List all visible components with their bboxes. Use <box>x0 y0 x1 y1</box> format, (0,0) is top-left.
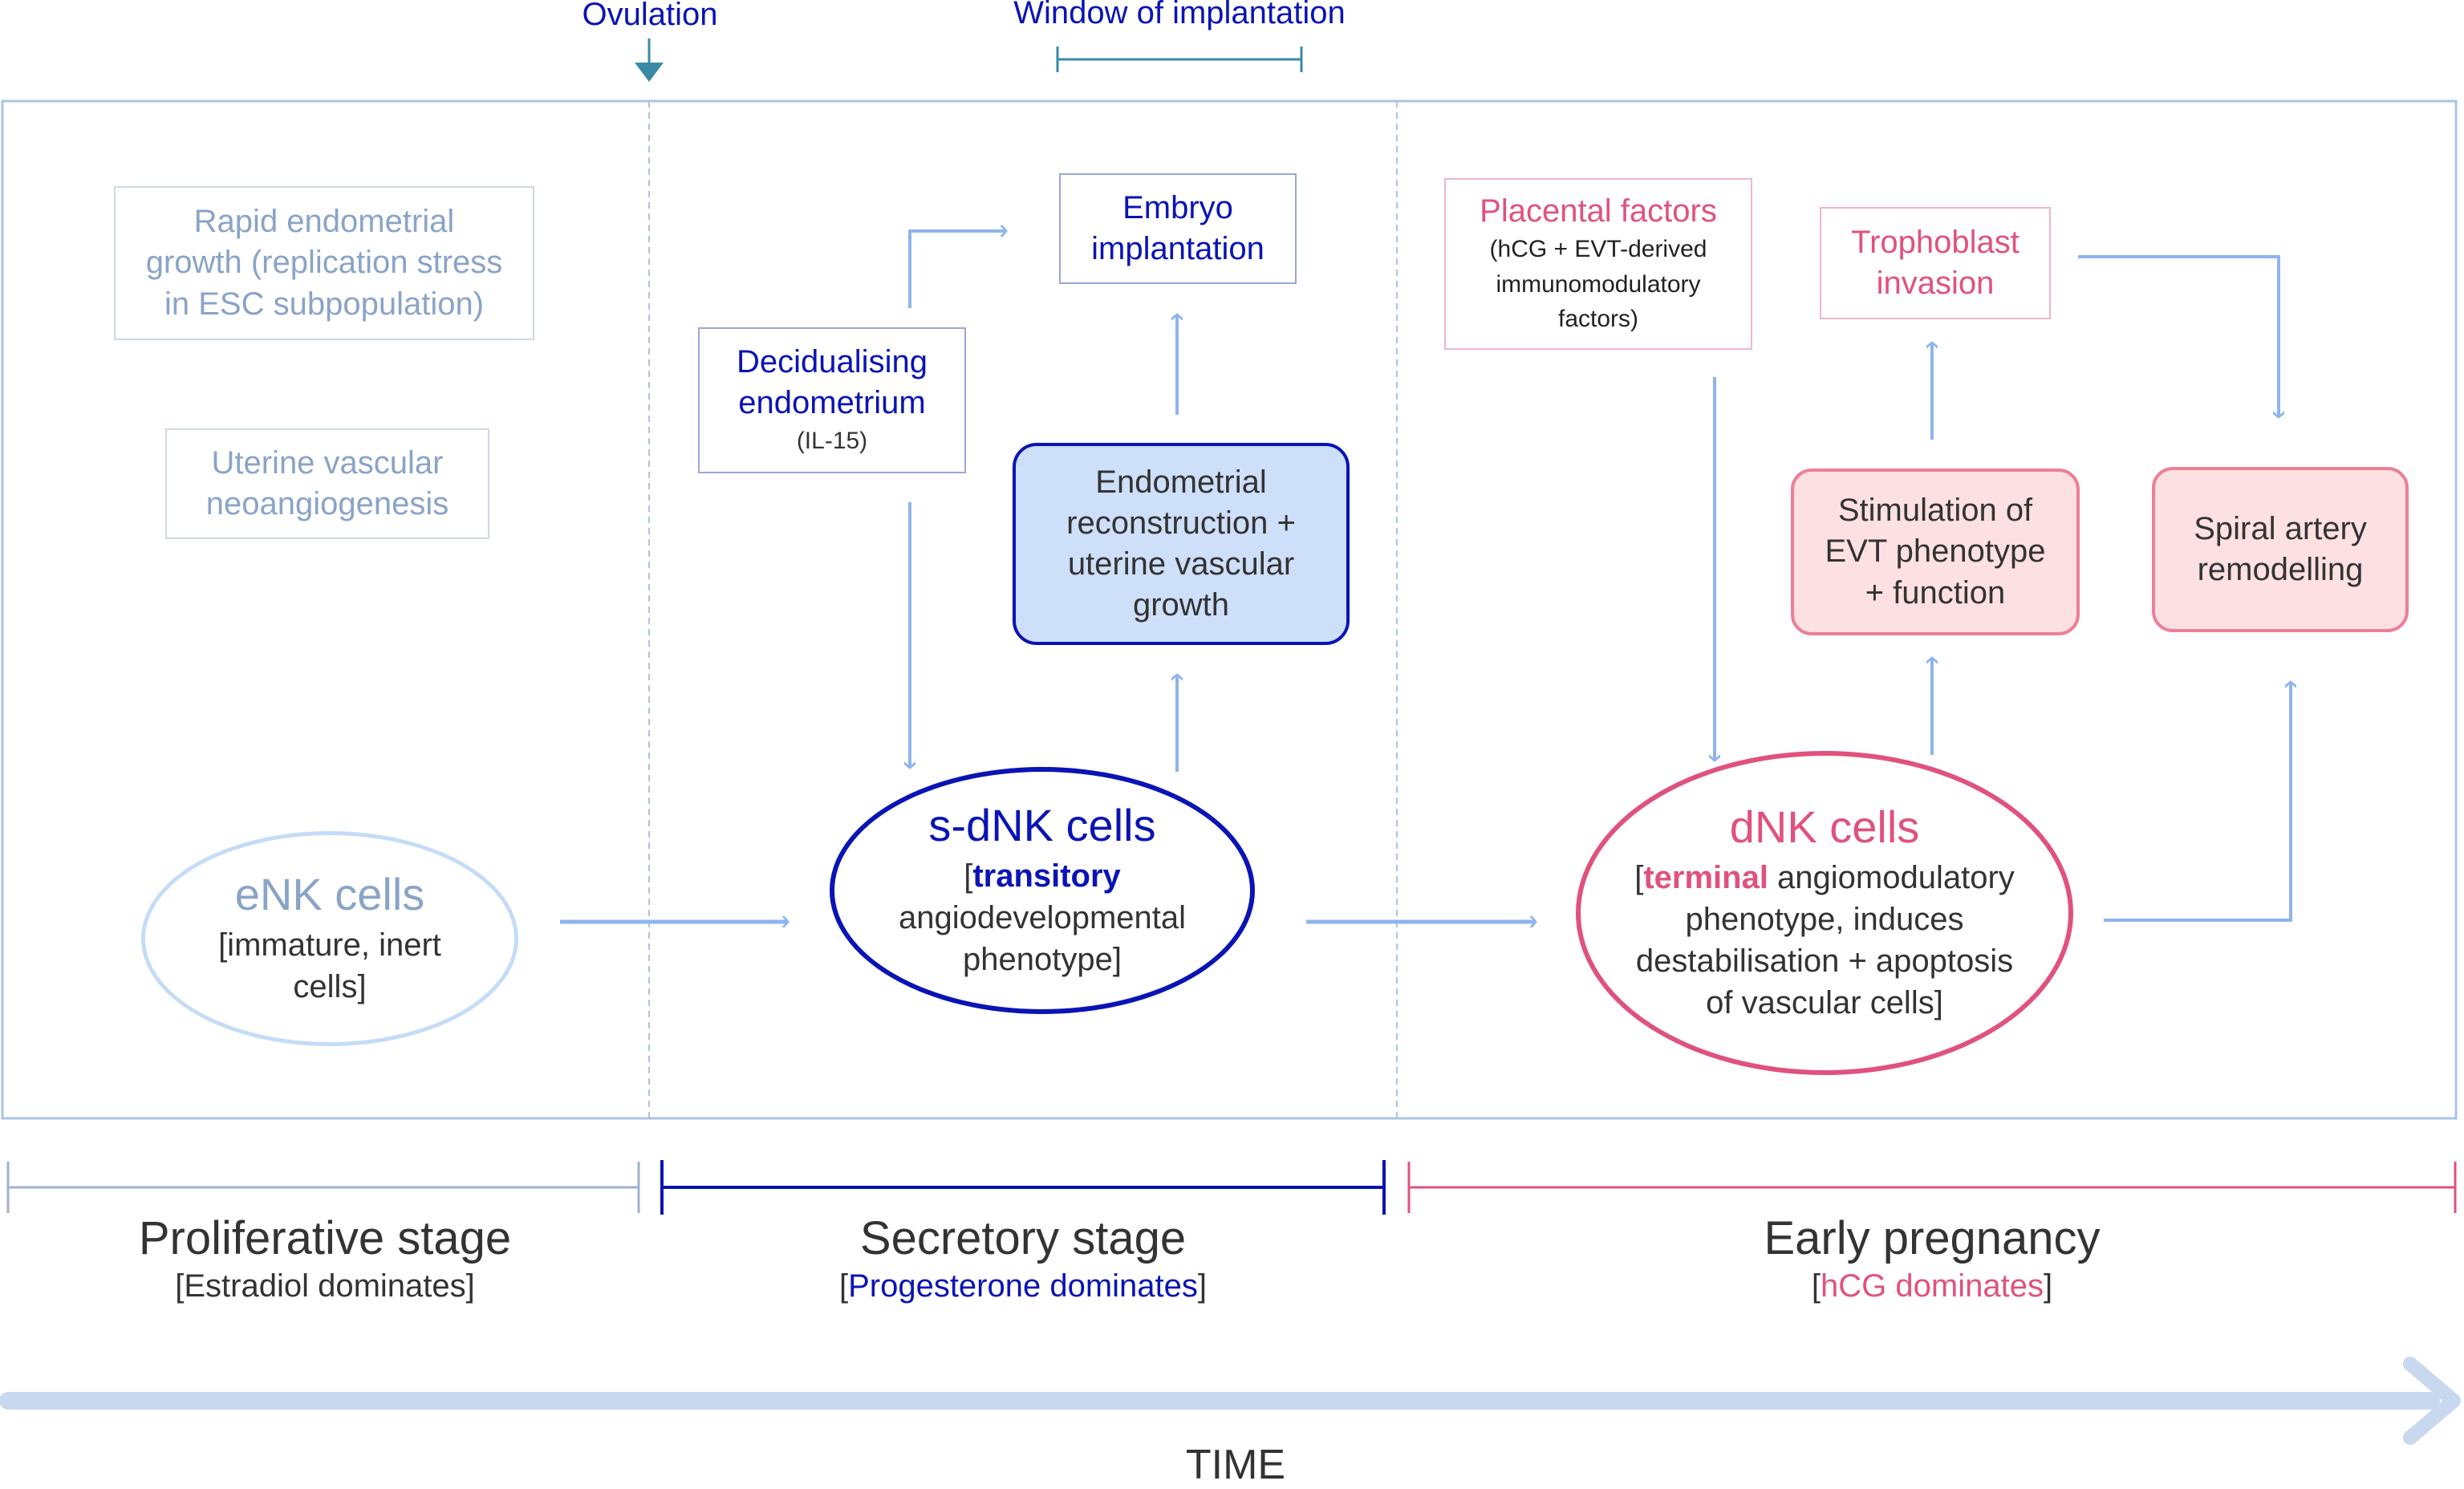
spiral-artery-line: remodelling <box>2197 552 2364 587</box>
reconstruction-line: reconstruction + <box>1066 505 1296 541</box>
sdnk-cells-title: s-dNK cells <box>928 800 1156 851</box>
dnk-keyword: terminal <box>1643 859 1768 895</box>
secretory-stage-hormone-line: [Progesterone dominates] <box>666 1268 1380 1304</box>
ovulation-marker-triangle <box>635 63 664 82</box>
reconstruction-line: growth <box>1132 587 1230 623</box>
evt-line: EVT phenotype <box>1825 534 2046 570</box>
time-arrow-head <box>2403 1357 2461 1445</box>
proliferative-stage-label: Proliferative stage [Estradiol dominates… <box>16 1211 634 1304</box>
sdnk-cells-oval: s-dNK cells [transitory angiodevelopment… <box>830 767 1255 1014</box>
rapid-growth-line: in ESC subpopulation) <box>164 286 485 322</box>
spiral-artery-line: Spiral artery <box>2194 510 2367 546</box>
reconstruction-line: uterine vascular <box>1067 546 1295 582</box>
evt-line: Stimulation of <box>1837 493 2033 529</box>
dnk-cells-desc: of vascular cells] <box>1706 984 1943 1020</box>
neoangiogenesis-line: neoangiogenesis <box>205 486 449 521</box>
pregnancy-bracket-open: [ <box>1811 1268 1821 1304</box>
secretory-stage-label: Secretory stage [Progesterone dominates] <box>666 1211 1380 1304</box>
embryo-implantation-line: Embryo <box>1122 189 1233 225</box>
dnk-line1-rest: angiomodulatory <box>1768 859 2015 895</box>
dnk-bracket: [ <box>1634 859 1644 895</box>
evt-line: + function <box>1865 574 2006 611</box>
placental-factors-sub: (hCG + EVT-derived <box>1489 236 1707 263</box>
arrow-dnk-to-spiral <box>2104 684 2291 922</box>
sdnk-bracket: [ <box>964 858 973 894</box>
timeline-pregnancy <box>1407 1162 2457 1213</box>
decidualising-endometrium-box: Decidualising endometrium (IL-15) <box>698 327 966 473</box>
secretory-stage-name: Secretory stage <box>859 1212 1187 1264</box>
early-pregnancy-hormone-line: [hCG dominates] <box>1412 1268 2452 1304</box>
sdnk-cells-desc: angiodevelopmental <box>898 899 1187 935</box>
proliferative-stage-name: Proliferative stage <box>138 1212 512 1264</box>
neoangiogenesis-line: Uterine vascular <box>211 444 444 481</box>
pregnancy-bracket-close: ] <box>2043 1268 2053 1304</box>
early-pregnancy-label: Early pregnancy [hCG dominates] <box>1412 1211 2452 1304</box>
ovulation-label: Ovulation <box>582 0 718 32</box>
trophoblast-invasion-box: Trophoblast invasion <box>1820 207 2051 319</box>
timeline-secretory <box>660 1160 1386 1215</box>
evt-stimulation-box: Stimulation of EVT phenotype + function <box>1791 469 2080 635</box>
sdnk-cells-desc: phenotype] <box>963 941 1122 977</box>
placental-factors-sub: factors) <box>1557 306 1639 333</box>
enk-cells-oval: eNK cells [immature, inert cells] <box>141 831 518 1046</box>
early-pregnancy-name: Early pregnancy <box>1764 1212 2101 1264</box>
trophoblast-line: Trophoblast <box>1851 224 2020 260</box>
decidualising-line: endometrium <box>738 385 926 421</box>
timeline-proliferative <box>6 1162 640 1213</box>
dnk-cells-oval: dNK cells [terminal angiomodulatory phen… <box>1576 751 2073 1075</box>
arrow-decid-to-embryo <box>908 231 1005 308</box>
placental-factors-title: Placental factors <box>1480 193 1717 229</box>
secretory-bracket-open: [ <box>838 1268 849 1304</box>
sdnk-cells-desc-line1: [transitory <box>964 855 1121 897</box>
proliferative-stage-hormone: [Estradiol dominates] <box>175 1268 475 1304</box>
decidualising-il15: (IL-15) <box>796 428 868 455</box>
secretory-bracket-close: ] <box>1197 1268 1208 1304</box>
enk-cells-desc: [immature, inert <box>218 927 441 963</box>
enk-cells-title: eNK cells <box>234 869 425 920</box>
trophoblast-line: invasion <box>1876 266 1995 301</box>
window-of-implantation-label: Window of implantation <box>1013 0 1346 30</box>
arrow-troph-to-spiral <box>2078 255 2279 416</box>
neoangiogenesis-box: Uterine vascular neoangiogenesis <box>165 428 489 539</box>
placental-factors-box: Placental factors (hCG + EVT-derived imm… <box>1444 178 1752 350</box>
embryo-implantation-line: implantation <box>1091 231 1264 266</box>
decidualising-line: Decidualising <box>737 344 928 380</box>
dnk-cells-desc: phenotype, induces <box>1685 901 1964 937</box>
spiral-artery-box: Spiral artery remodelling <box>2152 467 2409 632</box>
dnk-cells-desc-line1: [terminal angiomodulatory <box>1634 857 2015 899</box>
secretory-stage-hormone: Progesterone dominates <box>848 1268 1198 1304</box>
rapid-growth-line: growth (replication stress <box>145 245 503 281</box>
reconstruction-line: Endometrial <box>1095 464 1267 500</box>
rapid-growth-box: Rapid endometrial growth (replication st… <box>114 186 534 340</box>
enk-cells-desc: cells] <box>293 968 367 1004</box>
main-panel-frame <box>1 99 2458 1120</box>
placental-factors-sub: immunomodulatory <box>1496 270 1701 298</box>
dnk-cells-desc: destabilisation + apoptosis <box>1635 943 2014 979</box>
time-label: TIME <box>1185 1442 1286 1488</box>
dnk-cells-title: dNK cells <box>1729 801 1920 853</box>
early-pregnancy-hormone: hCG dominates <box>1821 1268 2044 1304</box>
sdnk-keyword: transitory <box>972 858 1121 894</box>
rapid-growth-line: Rapid endometrial <box>193 204 455 240</box>
endometrial-reconstruction-box: Endometrial reconstruction + uterine vas… <box>1013 443 1350 645</box>
embryo-implantation-box: Embryo implantation <box>1059 173 1297 284</box>
